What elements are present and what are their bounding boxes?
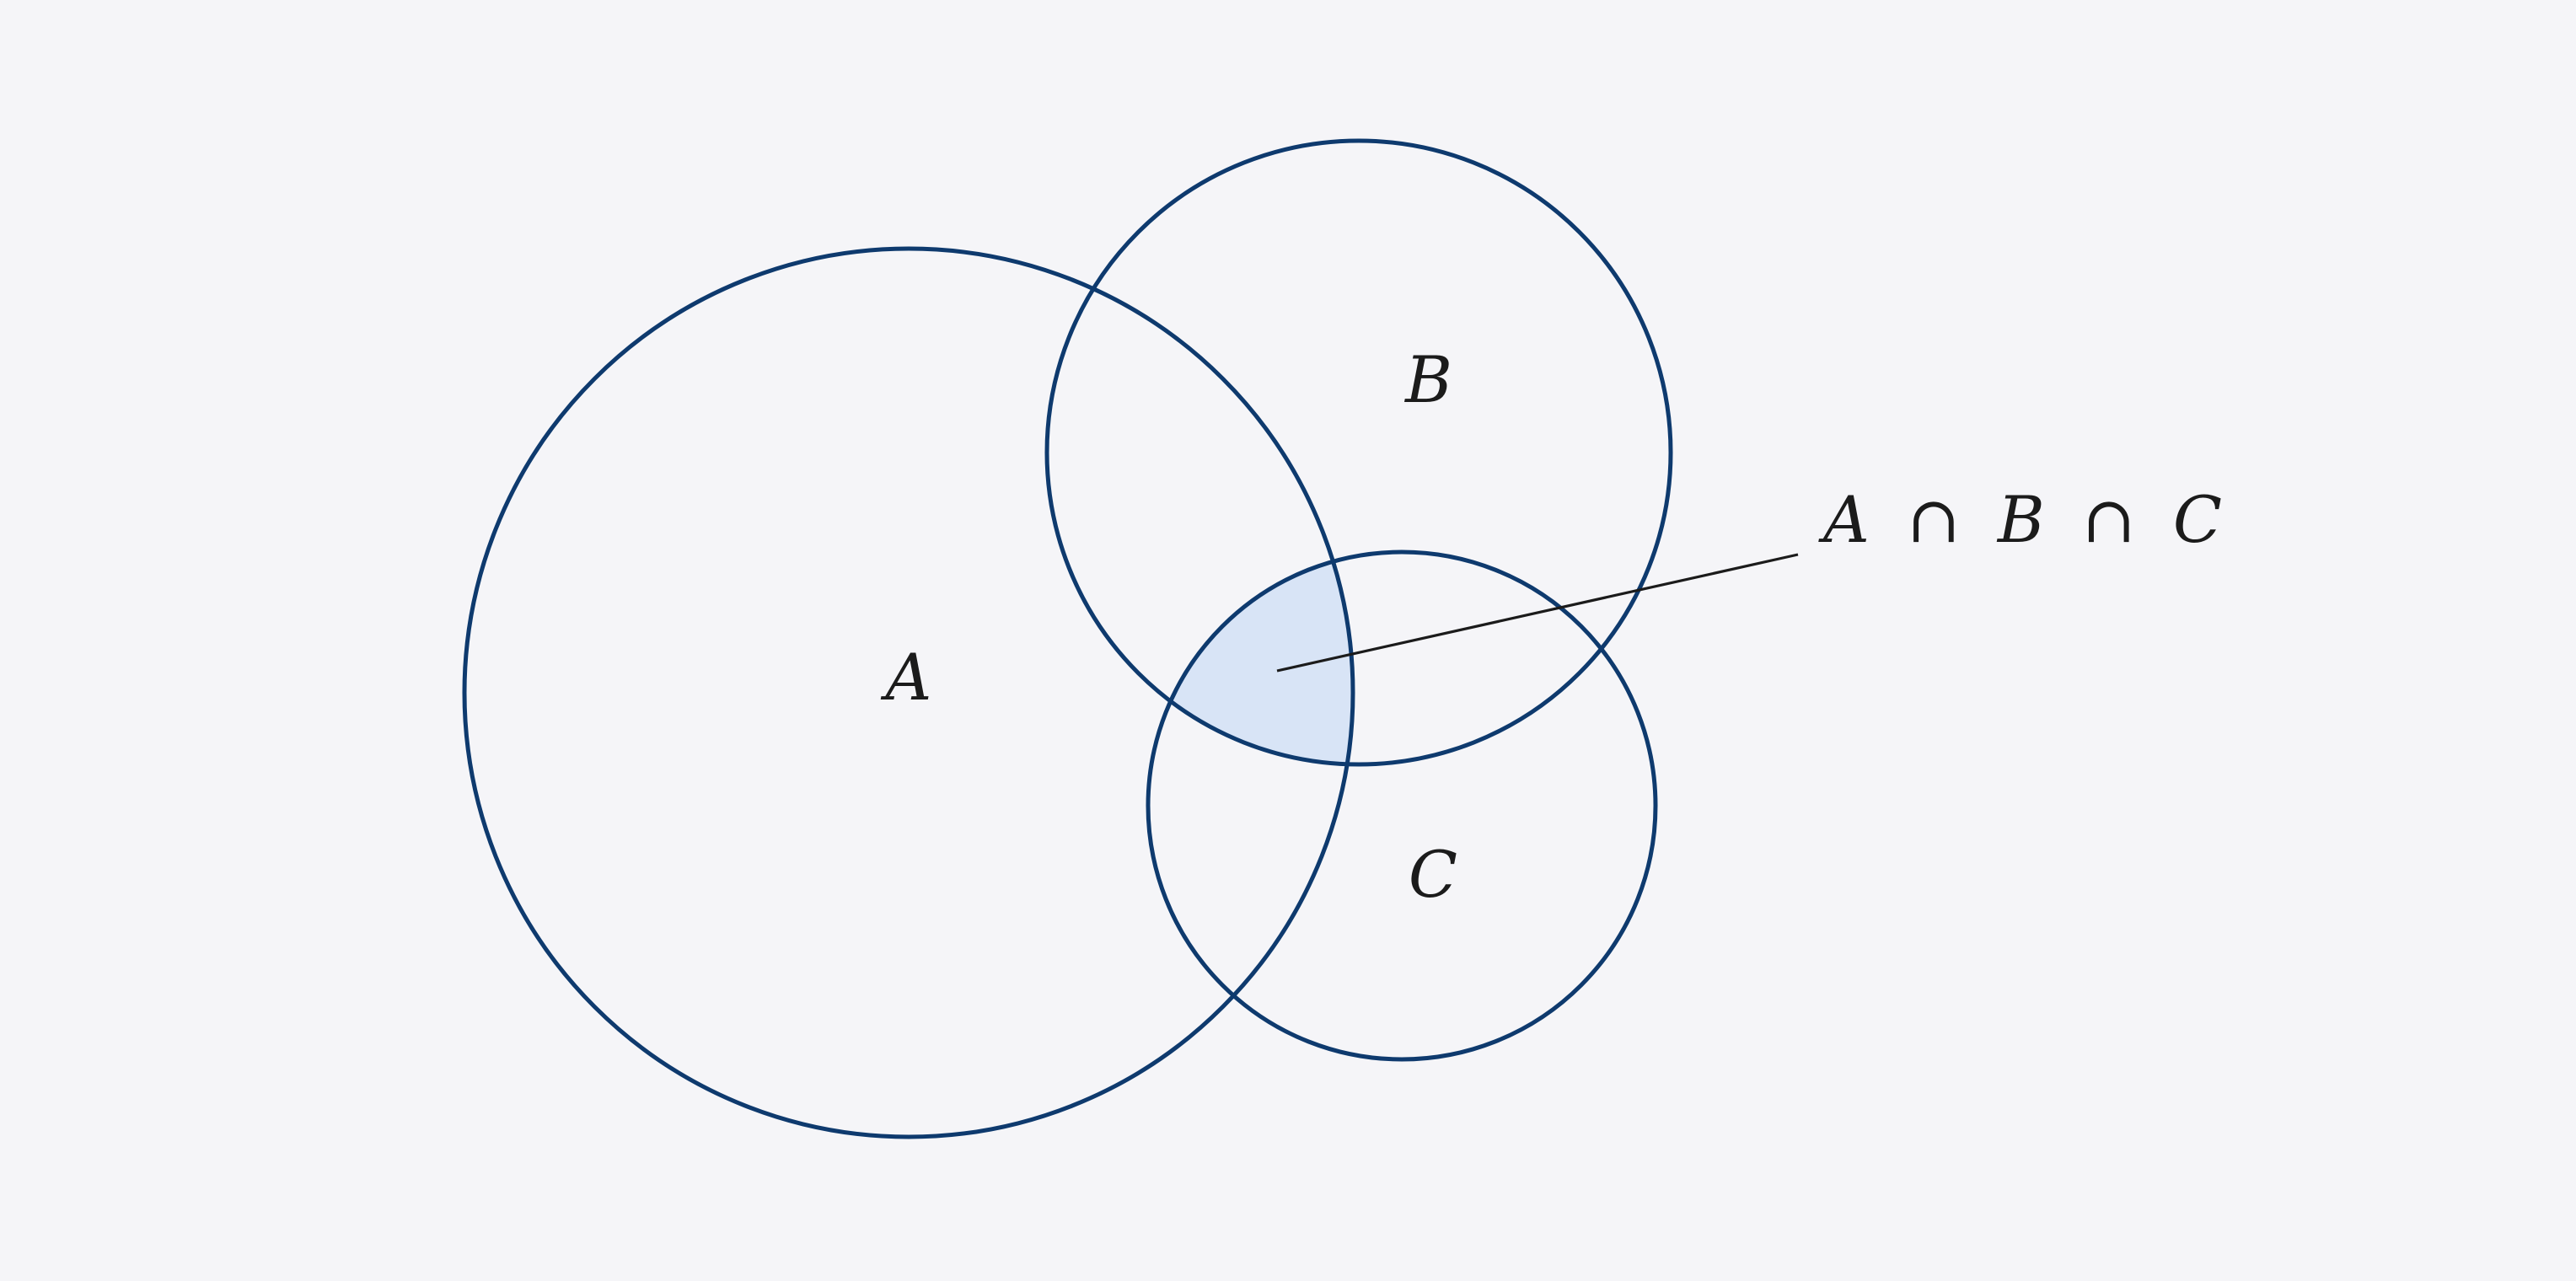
set-b-label: B <box>1403 342 1452 417</box>
callout-leader-line <box>1276 553 1799 673</box>
set-c-circle <box>1146 549 1658 1062</box>
set-b-circle <box>1044 138 1673 767</box>
intersection-label-op-2: ∩ <box>2082 482 2136 557</box>
intersection-label-c: C <box>2173 482 2222 557</box>
intersection-label-a: A <box>1818 482 1870 557</box>
intersection-label-op-1: ∩ <box>1907 482 1961 557</box>
intersection-label-b: B <box>1996 482 2045 557</box>
set-c-label: C <box>1409 837 1457 912</box>
set-a-label: A <box>881 640 932 715</box>
intersection-region-abc <box>1148 552 1353 764</box>
set-a-circle <box>462 246 1355 1139</box>
intersection-label: A ∩ B ∩ C <box>1818 482 2222 557</box>
